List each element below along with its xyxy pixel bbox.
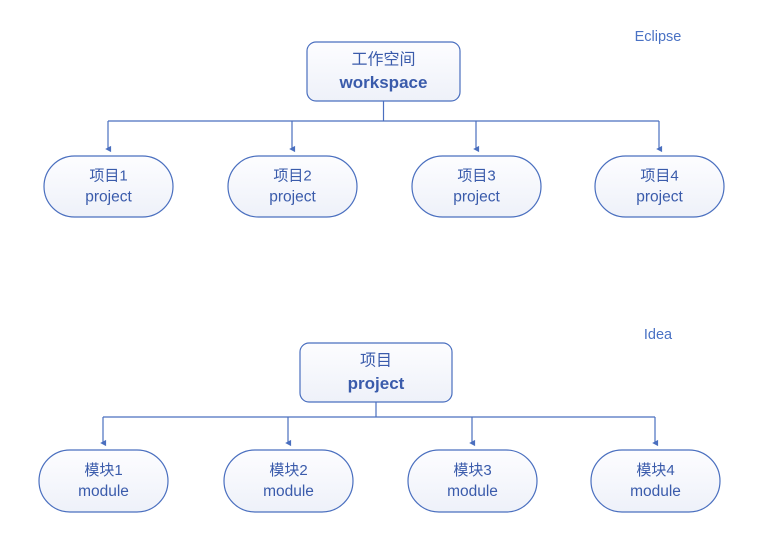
node-label-en-eclipse-child-4: project	[636, 189, 683, 206]
diagram-group-eclipse: Eclipse 工作空间 workspace 项目1 project 项目2 project…	[43, 29, 725, 218]
connector-group-eclipse	[105, 101, 663, 153]
node-label-en-idea-parent: project	[348, 374, 405, 393]
node-label-cn-eclipse-child-1: 项目1	[89, 167, 127, 184]
node-shape-idea-child-3	[407, 449, 538, 513]
node-label-en-eclipse-child-2: project	[269, 189, 316, 206]
connector-group-idea	[100, 402, 659, 447]
node-eclipse-child-1[interactable]: 项目1 project	[43, 155, 174, 218]
node-idea-child-1[interactable]: 模块1 module	[38, 449, 169, 513]
node-shape-idea-child-1	[38, 449, 169, 513]
node-label-cn-idea-child-2: 模块2	[269, 462, 307, 479]
node-label-cn-idea-parent: 项目	[360, 353, 392, 370]
node-label-en-idea-child-1: module	[78, 483, 129, 500]
node-eclipse-child-2[interactable]: 项目2 project	[227, 155, 358, 218]
node-label-en-idea-child-3: module	[447, 483, 498, 500]
node-eclipse-child-4[interactable]: 项目4 project	[594, 155, 725, 218]
node-idea-child-4[interactable]: 模块4 module	[590, 449, 721, 513]
node-shape-idea-parent	[299, 342, 453, 403]
diagram-group-idea: Idea 项目 project 模块1 module 模块2 module 模块3 module…	[38, 327, 721, 513]
node-label-cn-eclipse-child-2: 项目2	[273, 167, 311, 184]
node-shape-eclipse-parent	[306, 41, 461, 102]
node-label-en-idea-child-4: module	[630, 483, 681, 500]
node-idea-child-3[interactable]: 模块3 module	[407, 449, 538, 513]
node-shape-eclipse-child-3	[411, 155, 542, 218]
node-label-en-eclipse-child-3: project	[453, 189, 500, 206]
node-label-cn-eclipse-child-4: 项目4	[640, 167, 678, 184]
group-title-eclipse: Eclipse	[635, 29, 682, 45]
node-label-en-idea-child-2: module	[263, 483, 314, 500]
node-idea-child-2[interactable]: 模块2 module	[223, 449, 354, 513]
node-idea-parent[interactable]: 项目 project	[299, 342, 453, 403]
node-label-cn-idea-child-3: 模块3	[453, 462, 491, 479]
node-shape-eclipse-child-2	[227, 155, 358, 218]
node-label-cn-idea-child-4: 模块4	[636, 462, 674, 479]
node-eclipse-parent[interactable]: 工作空间 workspace	[306, 41, 461, 102]
node-label-cn-eclipse-parent: 工作空间	[351, 51, 415, 69]
node-shape-idea-child-4	[590, 449, 721, 513]
group-title-idea: Idea	[644, 327, 673, 343]
node-label-en-eclipse-parent: workspace	[339, 73, 428, 92]
node-shape-eclipse-child-1	[43, 155, 174, 218]
node-shape-idea-child-2	[223, 449, 354, 513]
node-label-cn-idea-child-1: 模块1	[84, 462, 122, 479]
node-shape-eclipse-child-4	[594, 155, 725, 218]
node-label-cn-eclipse-child-3: 项目3	[457, 167, 495, 184]
node-eclipse-child-3[interactable]: 项目3 project	[411, 155, 542, 218]
node-label-en-eclipse-child-1: project	[85, 189, 132, 206]
